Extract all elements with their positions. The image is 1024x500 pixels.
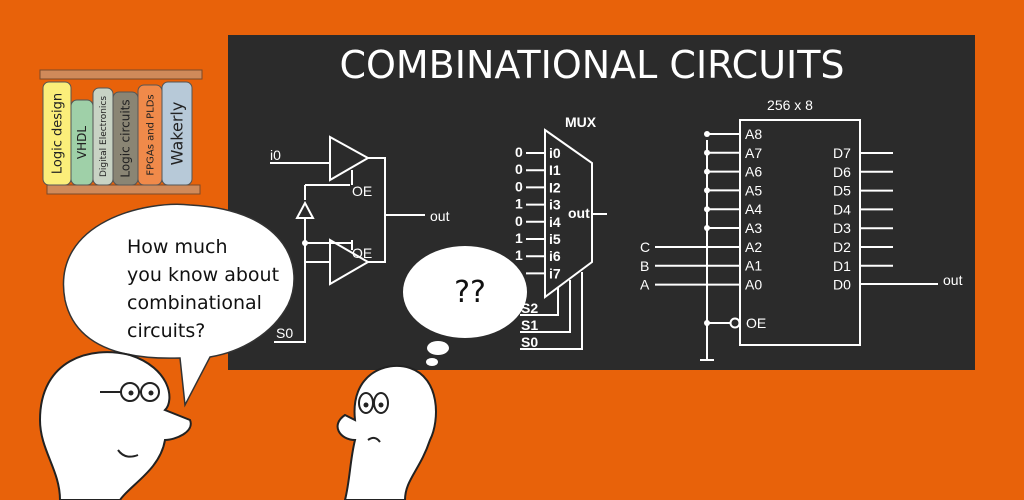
- rom-data-label: D0: [833, 277, 851, 293]
- mux-input-value: 0: [515, 213, 523, 229]
- board-title: COMBINATIONAL CIRCUITS: [339, 43, 844, 87]
- shelf-bottom: [46, 184, 201, 195]
- mux-input-label: i5: [549, 231, 561, 247]
- rom-address-label: A2: [745, 239, 762, 255]
- rom-data-label: D4: [833, 201, 851, 217]
- book-title: Logic design: [50, 93, 65, 174]
- mux-input-label: i3: [549, 197, 561, 213]
- book-title: Wakerly: [167, 102, 186, 166]
- rom-data-label: D6: [833, 164, 851, 180]
- speech-line-2: you know about: [127, 264, 279, 286]
- book-title: VHDL: [75, 126, 89, 159]
- book-title: Logic circuits: [119, 99, 133, 177]
- rom-address-label: A6: [745, 164, 762, 180]
- mux-input-label: i7: [549, 265, 561, 281]
- mux-input-label: I2: [549, 179, 561, 195]
- rom-input-label: A: [640, 277, 650, 293]
- mux-select-label: S0: [521, 334, 538, 350]
- speech-line-1: How much: [127, 236, 228, 258]
- book: [161, 81, 193, 186]
- rom-address-label: A4: [745, 201, 762, 217]
- mux-input-label: i6: [549, 248, 561, 264]
- character-left: [38, 351, 192, 500]
- rom-address-label: A1: [745, 258, 762, 274]
- mux-select-label: S2: [521, 300, 538, 316]
- thought-text: ??: [454, 275, 486, 310]
- rom-address-label: A5: [745, 182, 762, 198]
- rom-input-label: B: [640, 258, 649, 274]
- character-right: [336, 364, 437, 500]
- mux-input-label: i4: [549, 214, 561, 230]
- mux-input-value: 1: [515, 196, 523, 212]
- mux-select-label: S1: [521, 317, 538, 333]
- rom-oe-label: OE: [746, 315, 766, 331]
- speech-line-4: circuits?: [127, 320, 205, 342]
- rom-data-label: D7: [833, 145, 851, 161]
- output-label: out: [430, 208, 450, 224]
- tristate-circuit: i0 OE OE out S0: [270, 135, 450, 343]
- rom-address-label: A8: [745, 126, 762, 142]
- rom-title: 256 x 8: [767, 97, 813, 113]
- mux-input-label: i0: [549, 145, 561, 161]
- select-label: S0: [276, 325, 293, 341]
- rom-input-label: C: [640, 239, 650, 255]
- speech-bubble: How much you know about combinational ci…: [62, 203, 295, 408]
- shelf-top: [39, 69, 203, 80]
- mux-input-value: 1: [515, 230, 523, 246]
- mux-input-value: 0: [515, 178, 523, 194]
- blackboard: [228, 35, 975, 370]
- oe-label-1: OE: [352, 183, 372, 199]
- rom-address-label: A3: [745, 220, 762, 236]
- rom-data-label: D5: [833, 183, 851, 199]
- oe-label-2: OE: [352, 245, 372, 261]
- mux-input-value: 0: [515, 144, 523, 160]
- book-title: Digital Electronics: [99, 96, 109, 177]
- mux-input-value: 1: [515, 247, 523, 263]
- mux-title: MUX: [565, 114, 597, 130]
- rom-address-label: A7: [745, 145, 762, 161]
- thought-bubble: ??: [403, 246, 527, 366]
- input-label: i0: [270, 147, 281, 163]
- mux-output-label: out: [568, 205, 590, 221]
- mux-input-label: I1: [549, 162, 561, 178]
- mux-input-value: 0: [515, 161, 523, 177]
- rom-output-label: out: [943, 272, 963, 288]
- bookshelf: Logic design VHDL Digital Electronics Logic…: [39, 69, 203, 195]
- rom-data-label: D2: [833, 239, 851, 255]
- speech-line-3: combinational: [127, 292, 262, 314]
- rom-data-label: D3: [833, 220, 851, 236]
- book-title: FPGAs and PLDs: [145, 94, 156, 175]
- rom-address-label: A0: [745, 276, 762, 292]
- rom-data-label: D1: [833, 258, 851, 274]
